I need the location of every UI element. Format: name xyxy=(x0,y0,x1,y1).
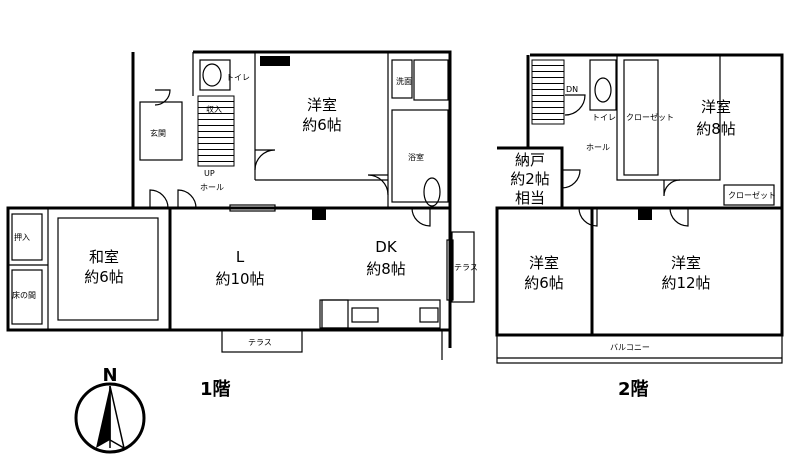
f1-entrance-label: 玄関 xyxy=(150,128,166,138)
f1-washitsu-name: 和室 xyxy=(89,248,119,266)
north-east-wall xyxy=(193,50,452,348)
f1-hall-label: ホール xyxy=(200,183,224,192)
f1-toilet-label: トイレ xyxy=(226,73,250,82)
f2-closet2-label: クローゼット xyxy=(728,190,776,200)
f1-washitsu-size: 約6帖 xyxy=(84,268,124,286)
stairs-floor2 xyxy=(531,59,565,125)
f1-storage-label: 収入 xyxy=(206,104,222,114)
floor2-caption: 2階 xyxy=(618,379,649,400)
f1-oshiire-label: 押入 xyxy=(14,232,30,242)
balcony xyxy=(496,334,783,364)
floor1-plan xyxy=(6,50,475,360)
compass-north-label: N xyxy=(102,365,117,386)
f2-youshitsu-ne-size: 約8帖 xyxy=(696,120,736,138)
f1-washroom-label: 洗面 xyxy=(396,76,412,86)
f2-nando-size: 約2帖 xyxy=(510,170,550,188)
f1-bath-label: 浴室 xyxy=(408,152,424,162)
f1-dk-name: DK xyxy=(375,238,398,256)
f1-terrace-bottom-label: テラス xyxy=(248,338,272,347)
f2-youshitsu-se-size: 約12帖 xyxy=(661,274,710,292)
terrace-right xyxy=(451,231,475,303)
f1-youshitsu-size: 約6帖 xyxy=(302,116,342,134)
f1-living-name: L xyxy=(236,248,245,266)
f1-dk-size: 約8帖 xyxy=(366,260,406,278)
terrace-bottom xyxy=(221,329,303,353)
stairs-floor1 xyxy=(197,95,235,167)
f2-dn-label: DN xyxy=(566,85,578,94)
f2-toilet-label: トイレ xyxy=(592,113,616,122)
f1-tokonoma-label: 床の間 xyxy=(12,290,36,300)
north-compass xyxy=(74,382,146,454)
f2-youshitsu-sw-size: 約6帖 xyxy=(524,274,564,292)
f2-hall-label: ホール xyxy=(586,143,610,152)
f2-nando-note: 相当 xyxy=(515,189,545,207)
f2-closet-label: クローゼット xyxy=(626,112,674,122)
f2-balcony-label: バルコニー xyxy=(610,343,650,352)
f1-youshitsu-name: 洋室 xyxy=(307,96,337,114)
f2-youshitsu-ne-name: 洋室 xyxy=(701,98,731,116)
f1-terrace-right-label: テラス xyxy=(454,263,478,272)
floor1-caption: 1階 xyxy=(200,379,231,400)
f2-youshitsu-se-name: 洋室 xyxy=(671,254,701,272)
f2-nando-name: 納戸 xyxy=(515,151,545,169)
f1-living-size: 約10帖 xyxy=(215,270,264,288)
f1-up-label: UP xyxy=(204,169,215,178)
f2-youshitsu-sw-name: 洋室 xyxy=(529,254,559,272)
floor2-plan xyxy=(495,53,784,364)
